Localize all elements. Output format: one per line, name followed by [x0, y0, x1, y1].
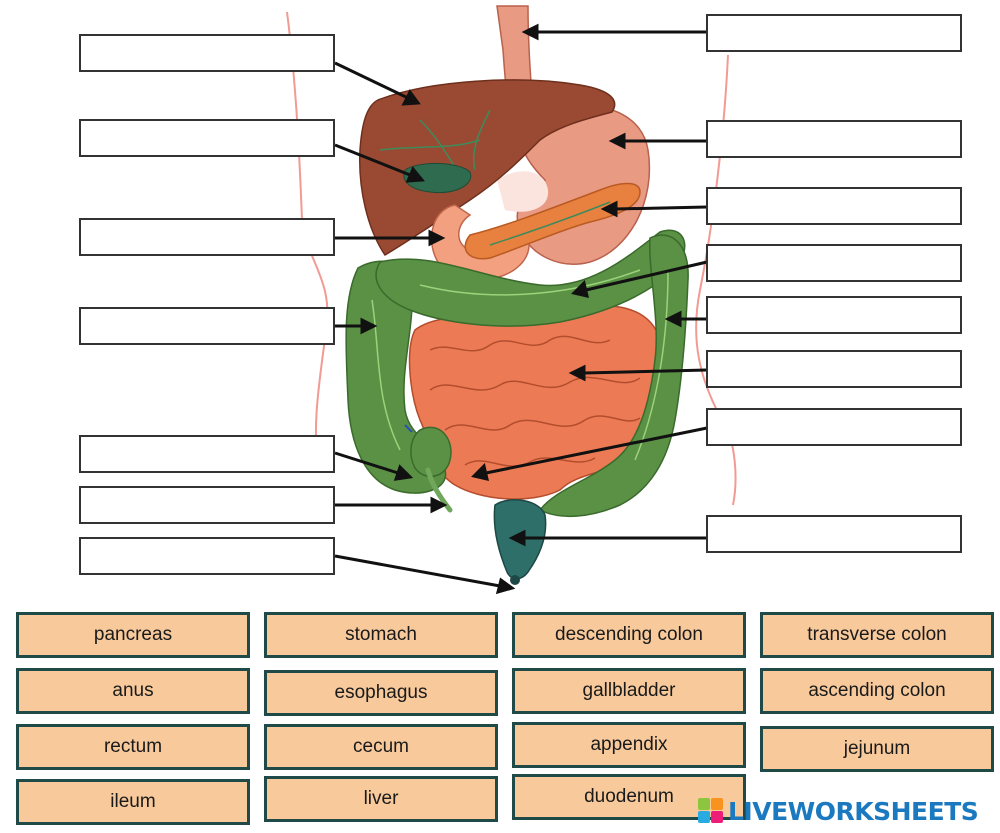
arrowhead-rectum: [508, 529, 526, 547]
arrowhead-stomach: [608, 132, 626, 150]
word-chip-cecum[interactable]: cecum: [264, 724, 498, 770]
ileocecal-arrow: [404, 424, 413, 433]
digestive-system-diagram: [286, 5, 737, 595]
liveworksheets-wordmark: LIVEWORKSHEETS: [728, 796, 979, 826]
word-chip-descending-colon[interactable]: descending colon: [512, 612, 746, 658]
word-chip-stomach[interactable]: stomach: [264, 612, 498, 658]
pointer-lines: [334, 23, 708, 595]
answer-box-right-5[interactable]: [706, 296, 962, 334]
arrowhead-transverse-colon: [571, 280, 590, 299]
pointer-cecum: [334, 451, 399, 475]
answer-box-right-1[interactable]: [706, 14, 962, 52]
answer-box-right-8[interactable]: [706, 515, 962, 553]
arrowhead-pancreas: [600, 200, 618, 218]
arrowhead-cecum: [393, 464, 414, 481]
word-chip-ascending-colon[interactable]: ascending colon: [760, 668, 994, 714]
answer-box-left-3[interactable]: [79, 218, 335, 256]
pointer-transverse-colon: [585, 260, 708, 292]
pointer-pancreas: [615, 205, 708, 211]
word-chip-ileum[interactable]: ileum: [16, 779, 250, 825]
pointer-jejunum: [583, 368, 708, 375]
small-intestine-folds: [429, 335, 641, 467]
answer-box-right-2[interactable]: [706, 120, 962, 158]
word-chip-esophagus[interactable]: esophagus: [264, 670, 498, 716]
answer-box-right-6[interactable]: [706, 350, 962, 388]
cecum-shape: [410, 426, 452, 478]
answer-box-left-6[interactable]: [79, 486, 335, 524]
stomach-inner-light: [497, 171, 549, 212]
word-chip-gallbladder[interactable]: gallbladder: [512, 668, 746, 714]
word-chip-transverse-colon[interactable]: transverse colon: [760, 612, 994, 658]
answer-box-left-4[interactable]: [79, 307, 335, 345]
pancreas-duct: [489, 201, 611, 246]
body-outline-left: [286, 11, 329, 471]
arrowhead-ileum: [471, 463, 490, 482]
word-chip-anus[interactable]: anus: [16, 668, 250, 714]
arrowhead-anus: [495, 577, 516, 595]
word-chip-pancreas[interactable]: pancreas: [16, 612, 250, 658]
arrowhead-jejunum: [568, 364, 586, 382]
pointer-anus: [334, 554, 501, 588]
liveworksheets-logo[interactable]: LIVEWORKSHEETS: [698, 796, 979, 826]
answer-box-left-1[interactable]: [79, 34, 335, 72]
word-chip-appendix[interactable]: appendix: [512, 722, 746, 768]
arrowhead-appendix: [430, 496, 448, 514]
colon-taenia: [371, 269, 669, 461]
word-chip-jejunum[interactable]: jejunum: [760, 726, 994, 772]
answer-box-right-7[interactable]: [706, 408, 962, 446]
arrowhead-duodenum: [428, 229, 446, 247]
answer-box-right-3[interactable]: [706, 187, 962, 225]
answer-box-left-2[interactable]: [79, 119, 335, 157]
word-chip-rectum[interactable]: rectum: [16, 724, 250, 770]
liveworksheets-icon: [698, 798, 724, 824]
pointer-gallbladder: [334, 143, 411, 177]
pointer-liver: [334, 61, 409, 100]
arrowhead-liver: [401, 89, 421, 106]
arrowhead-descending-colon: [664, 310, 682, 328]
appendix-shape: [425, 467, 453, 513]
arrowhead-esophagus: [521, 23, 539, 41]
descending-colon-shape: [538, 234, 689, 518]
anus-shape: [510, 575, 520, 585]
answer-box-left-5[interactable]: [79, 435, 335, 473]
answer-box-left-7[interactable]: [79, 537, 335, 575]
answer-box-right-4[interactable]: [706, 244, 962, 282]
arrowhead-ascending-colon: [360, 317, 378, 335]
gallbladder-shape: [403, 162, 472, 194]
arrowhead-gallbladder: [405, 166, 425, 183]
word-chip-duodenum[interactable]: duodenum: [512, 774, 746, 820]
pointer-ileum: [485, 426, 708, 475]
word-chip-liver[interactable]: liver: [264, 776, 498, 822]
